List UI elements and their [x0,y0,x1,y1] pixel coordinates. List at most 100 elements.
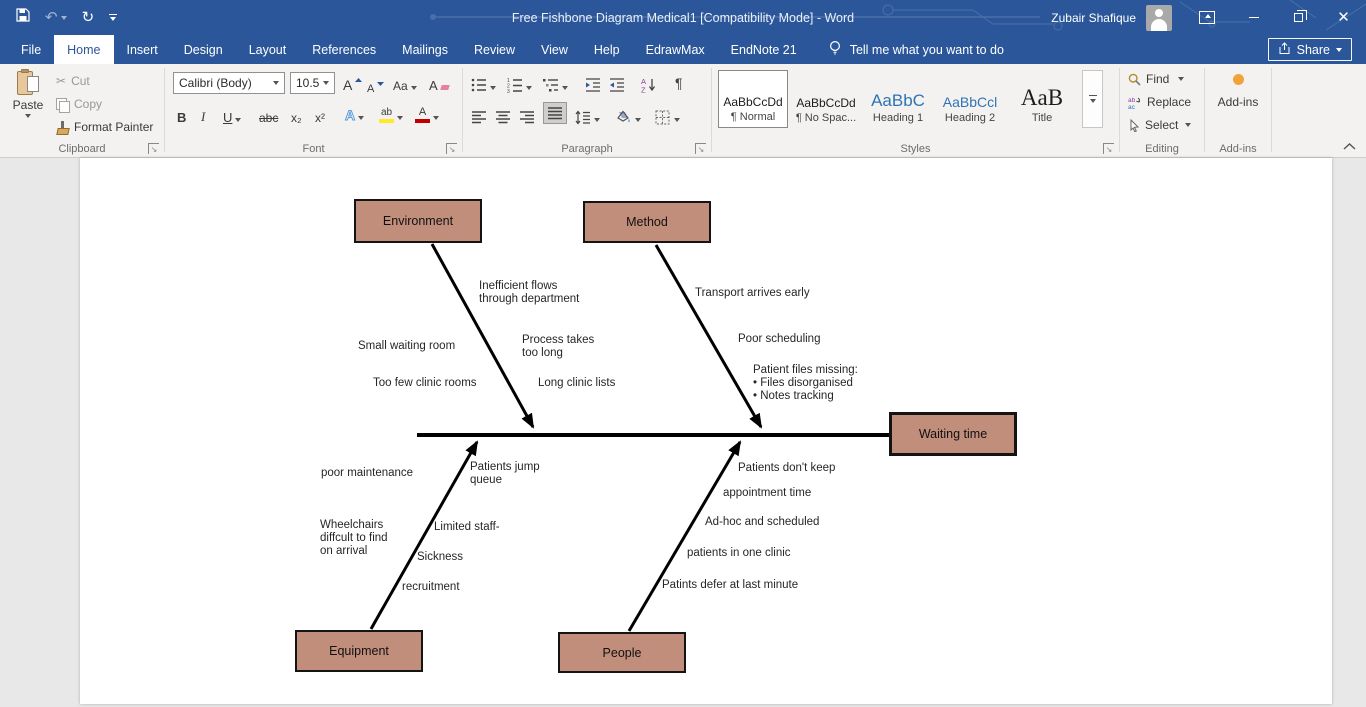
tab-endnote[interactable]: EndNote 21 [730,42,797,57]
text-effects-button[interactable]: A [344,102,365,124]
subscript-button[interactable]: x₂ [291,111,302,125]
tab-home[interactable]: Home [54,35,114,64]
ribbon-display-options-button[interactable] [1186,0,1231,35]
cause-label[interactable]: Too few clinic rooms [373,377,477,389]
styles-gallery-more-button[interactable] [1082,70,1103,128]
cause-label[interactable]: • Notes tracking [753,390,834,402]
cause-label[interactable]: patients in one clinic [687,547,791,559]
close-button[interactable]: ✕ [1337,9,1350,26]
environment-branch[interactable] [430,243,535,429]
tab-mailings[interactable]: Mailings [402,42,449,57]
shading-button[interactable] [615,104,641,126]
tab-references[interactable]: References [312,42,377,57]
font-dialog-launcher[interactable]: ↘ [446,143,457,154]
cause-label[interactable]: Small waiting room [358,340,456,352]
superscript-button[interactable]: x² [315,111,325,125]
customize-qat-icon[interactable] [109,14,118,21]
cause-label[interactable]: Limited staff- [434,521,500,533]
bullets-button[interactable] [471,72,496,94]
category-box-environment[interactable]: Environment [354,199,482,243]
paste-button[interactable]: Paste [8,69,48,142]
user-name[interactable]: Zubair Shafique [1051,10,1136,25]
style-heading1[interactable]: AaBbC Heading 1 [871,91,925,124]
tell-me-box[interactable]: Tell me what you want to do [828,35,1004,64]
justify-button[interactable] [543,102,567,124]
shrink-font-button[interactable]: A [367,74,385,96]
document-page[interactable] [80,158,1332,704]
clipboard-dialog-launcher[interactable]: ↘ [148,143,159,154]
restore-button[interactable] [1276,0,1321,35]
method-branch[interactable] [654,244,763,429]
style-title[interactable]: AaB Title [1020,85,1064,124]
underline-button[interactable]: U [223,104,242,126]
cause-label[interactable]: Patient files missing: [753,364,858,376]
save-icon[interactable] [16,8,30,27]
show-hide-marks-button[interactable]: ¶ [675,75,683,91]
styles-dialog-launcher[interactable]: ↘ [1103,143,1114,154]
tab-file[interactable]: File [21,42,42,57]
cause-label[interactable]: appointment time [723,487,812,499]
category-box-equipment[interactable]: Equipment [295,630,423,672]
font-color-button[interactable]: A [415,102,439,124]
tab-review[interactable]: Review [474,42,516,57]
font-size-select[interactable]: 10.5 [290,72,335,94]
tab-help[interactable]: Help [593,42,620,57]
cause-label[interactable]: Inefficient flows through department [479,280,580,305]
cause-label[interactable]: Ad-hoc and scheduled [705,516,820,528]
font-family-select[interactable]: Calibri (Body) [173,72,285,94]
grow-font-button[interactable]: A [343,72,363,94]
equipment-branch[interactable] [369,440,479,630]
cause-label[interactable]: Process takes too long [522,334,595,359]
cause-label[interactable]: Poor scheduling [738,333,821,345]
tab-design[interactable]: Design [183,42,223,57]
align-left-button[interactable] [471,104,487,126]
avatar[interactable] [1146,4,1172,31]
style-heading2[interactable]: AaBbCcl Heading 2 [942,94,998,124]
cause-label[interactable]: Long clinic lists [538,377,616,389]
cause-label[interactable]: Transport arrives early [695,287,810,299]
addins-button[interactable]: Add-ins [1205,74,1271,109]
tab-view[interactable]: View [541,42,568,57]
decrease-indent-button[interactable] [585,72,601,94]
cause-label[interactable]: Wheelchairs diffcult to find on arrival [320,519,388,557]
cause-label[interactable]: poor maintenance [321,467,414,479]
cause-label[interactable]: recruitment [402,581,460,593]
cause-label[interactable]: Sickness [417,551,464,563]
borders-button[interactable] [655,104,680,126]
tab-layout[interactable]: Layout [248,42,287,57]
cause-label[interactable]: Patients don't keep [738,462,836,474]
strikethrough-button[interactable]: abc [259,111,279,125]
share-button[interactable]: Share [1267,38,1352,61]
collapse-ribbon-button[interactable] [1343,139,1356,153]
align-right-button[interactable] [519,104,535,126]
category-box-people[interactable]: People [558,632,686,673]
highlight-button[interactable]: ab [379,102,403,124]
redo-icon[interactable]: ↻ [81,9,95,26]
tab-insert[interactable]: Insert [126,42,158,57]
cause-label[interactable]: Patients jump queue [470,461,540,486]
align-center-button[interactable] [495,104,511,126]
style-no-spacing[interactable]: AaBbCcDd ¶ No Spac... [795,96,857,124]
increase-indent-button[interactable] [609,72,625,94]
clear-formatting-button[interactable]: A [429,72,450,94]
select-button[interactable]: Select [1128,118,1192,132]
cut-button[interactable]: ✂Cut [56,74,90,88]
style-normal[interactable]: AaBbCcDd ¶ Normal [718,70,788,128]
people-branch[interactable] [627,440,742,632]
change-case-button[interactable]: Aa [393,72,417,94]
paragraph-dialog-launcher[interactable]: ↘ [695,143,706,154]
find-button[interactable]: Find [1128,72,1185,86]
copy-button[interactable]: Copy [56,97,102,113]
cause-label[interactable]: Patints defer at last minute [662,579,799,591]
category-box-method[interactable]: Method [583,201,711,243]
line-spacing-button[interactable] [575,104,600,126]
italic-button[interactable]: I [201,109,206,124]
minimize-button[interactable] [1231,0,1276,35]
cause-label[interactable]: • Files disorganised [753,377,853,389]
bold-button[interactable]: B [177,110,187,125]
multilevel-list-button[interactable] [543,72,568,94]
effect-box-waiting-time[interactable]: Waiting time [889,412,1017,456]
